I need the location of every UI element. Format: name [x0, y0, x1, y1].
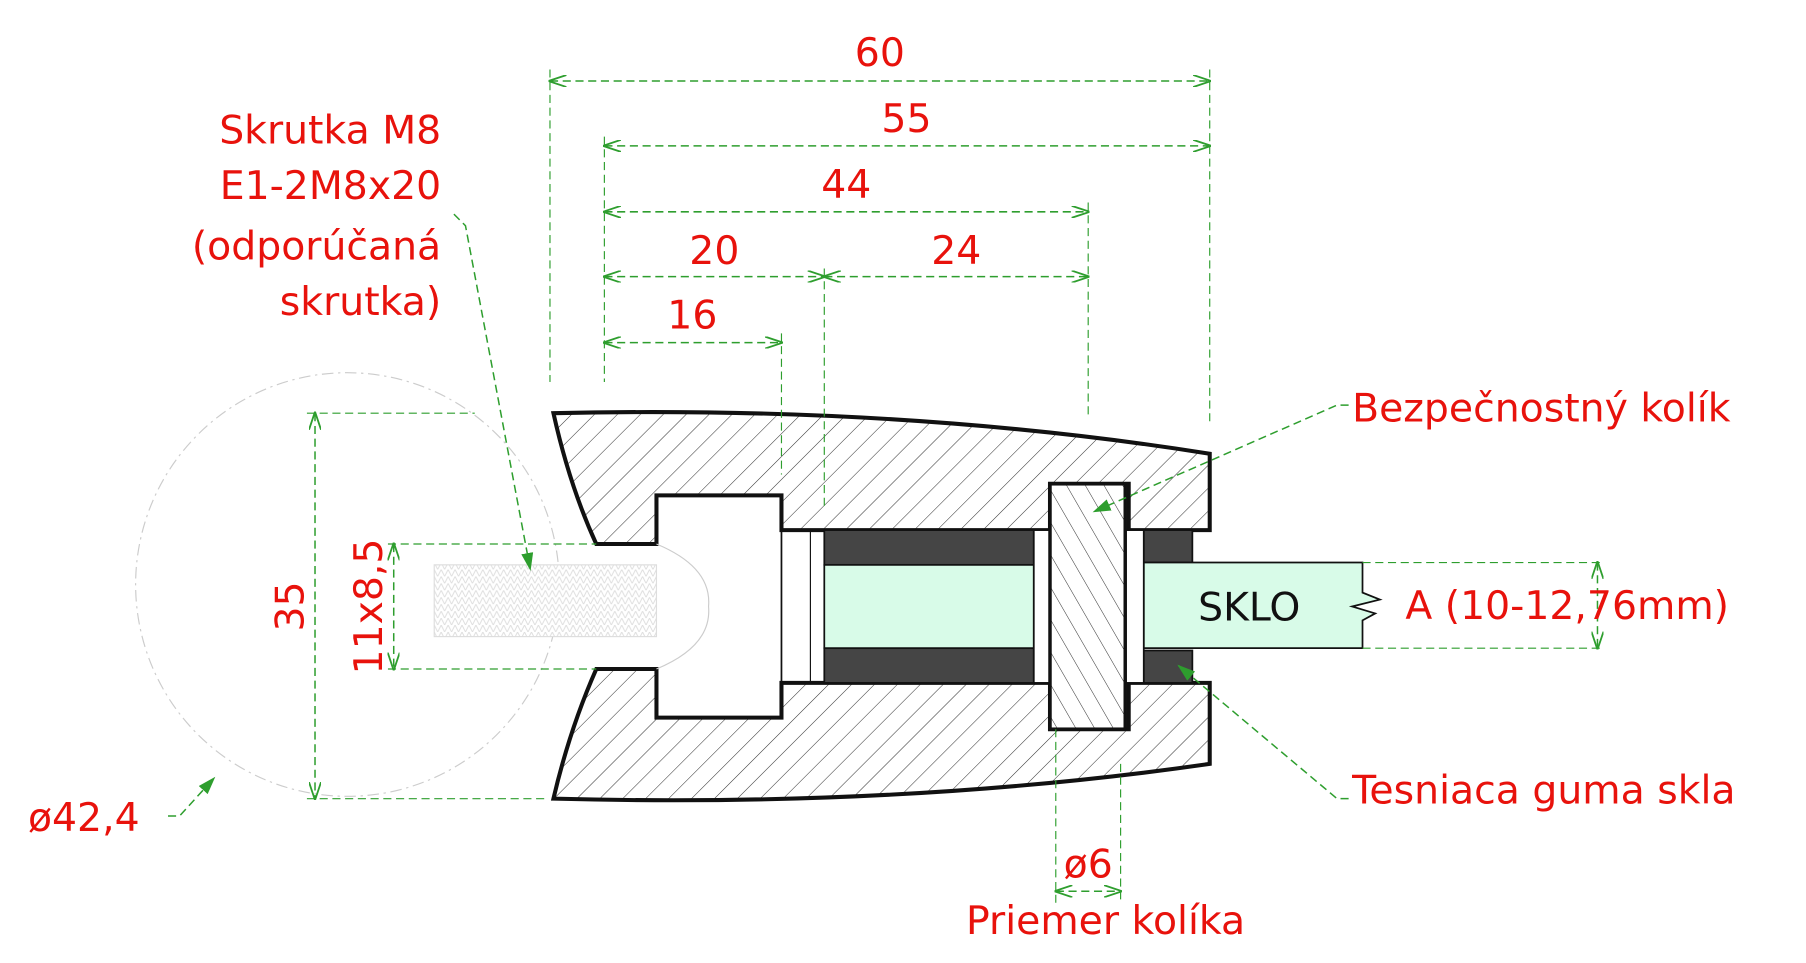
clamp-lower-jaw — [550, 666, 1212, 803]
dim-55: 55 — [881, 96, 931, 142]
dim-glass-thickness: A (10-12,76mm) — [1405, 583, 1729, 629]
dim-20: 20 — [689, 228, 739, 274]
dim-44: 44 — [821, 162, 871, 208]
safety-pin — [1048, 482, 1127, 731]
label-screw-3: (odporúčaná — [192, 223, 441, 269]
label-pin-diameter: Priemer kolíka — [966, 898, 1245, 944]
dim-tube-diameter: ø42,4 — [28, 795, 140, 841]
dim-60: 60 — [855, 30, 905, 76]
rubber-gasket — [823, 529, 1194, 684]
label-screw-1: Skrutka M8 — [219, 108, 441, 154]
dim-pin-diameter: ø6 — [1064, 841, 1113, 887]
dim-24: 24 — [931, 228, 981, 274]
label-safety-pin: Bezpečnostný kolík — [1352, 385, 1731, 431]
screw-thread — [433, 564, 658, 638]
dim-slot: 11x8,5 — [346, 539, 392, 675]
dim-35: 35 — [267, 581, 313, 631]
clamp-upper-jaw — [550, 410, 1212, 547]
label-screw-2: E1-2M8x20 — [220, 163, 441, 209]
label-screw-4: skrutka) — [280, 279, 441, 325]
label-glass: SKLO — [1198, 584, 1300, 630]
dimension-lines — [168, 69, 1603, 903]
screw-head — [656, 543, 710, 670]
dim-16: 16 — [667, 293, 717, 339]
label-gasket: Tesniaca guma skla — [1351, 767, 1735, 813]
